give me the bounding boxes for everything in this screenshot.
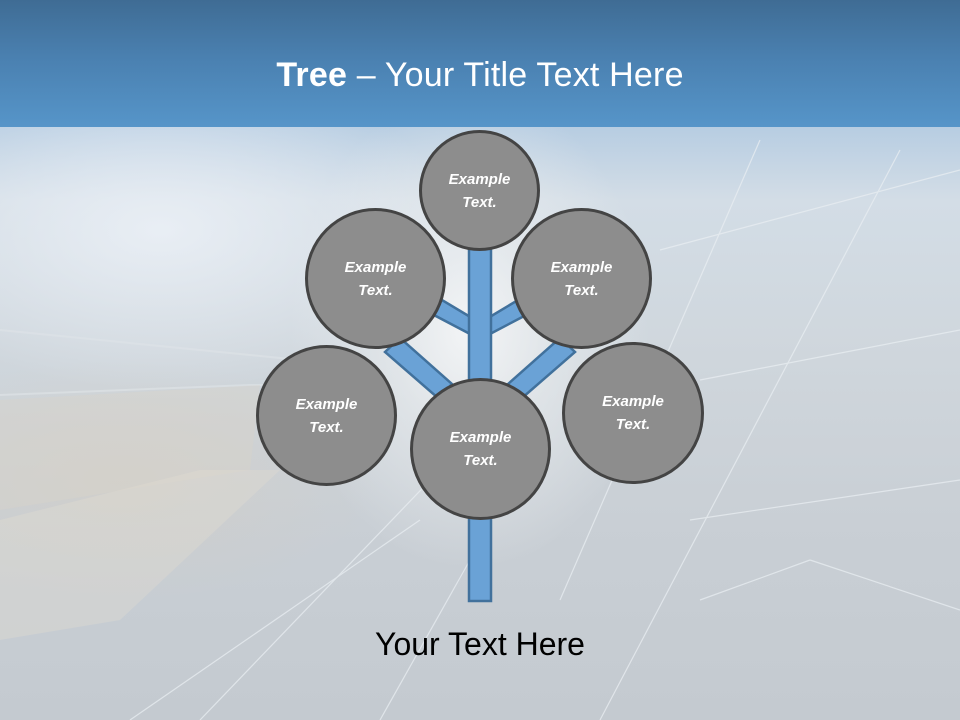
- node-label: Example Text.: [295, 395, 358, 436]
- node-label: Example Text.: [550, 258, 613, 299]
- slide-caption[interactable]: Your Text Here: [375, 626, 585, 662]
- tree-node-lower-right[interactable]: Example Text.: [562, 342, 704, 484]
- slide-title[interactable]: Tree – Your Title Text Here: [0, 52, 960, 98]
- tree-node-top[interactable]: Example Text.: [419, 130, 540, 251]
- node-label: Example Text.: [448, 170, 511, 211]
- tree-node-lower-left[interactable]: Example Text.: [256, 345, 397, 486]
- node-label: Example Text.: [449, 429, 512, 469]
- title-text: – Your Title Text Here: [347, 56, 684, 94]
- tree-node-upper-left[interactable]: Example Text.: [305, 208, 446, 349]
- tree-node-upper-right[interactable]: Example Text.: [511, 208, 652, 349]
- node-label: Example Text.: [602, 393, 664, 433]
- tree-node-center[interactable]: Example Text.: [410, 378, 551, 520]
- title-bold-word: Tree: [276, 56, 348, 94]
- node-label: Example Text.: [344, 258, 407, 299]
- title-banner: Tree – Your Title Text Here: [0, 0, 960, 127]
